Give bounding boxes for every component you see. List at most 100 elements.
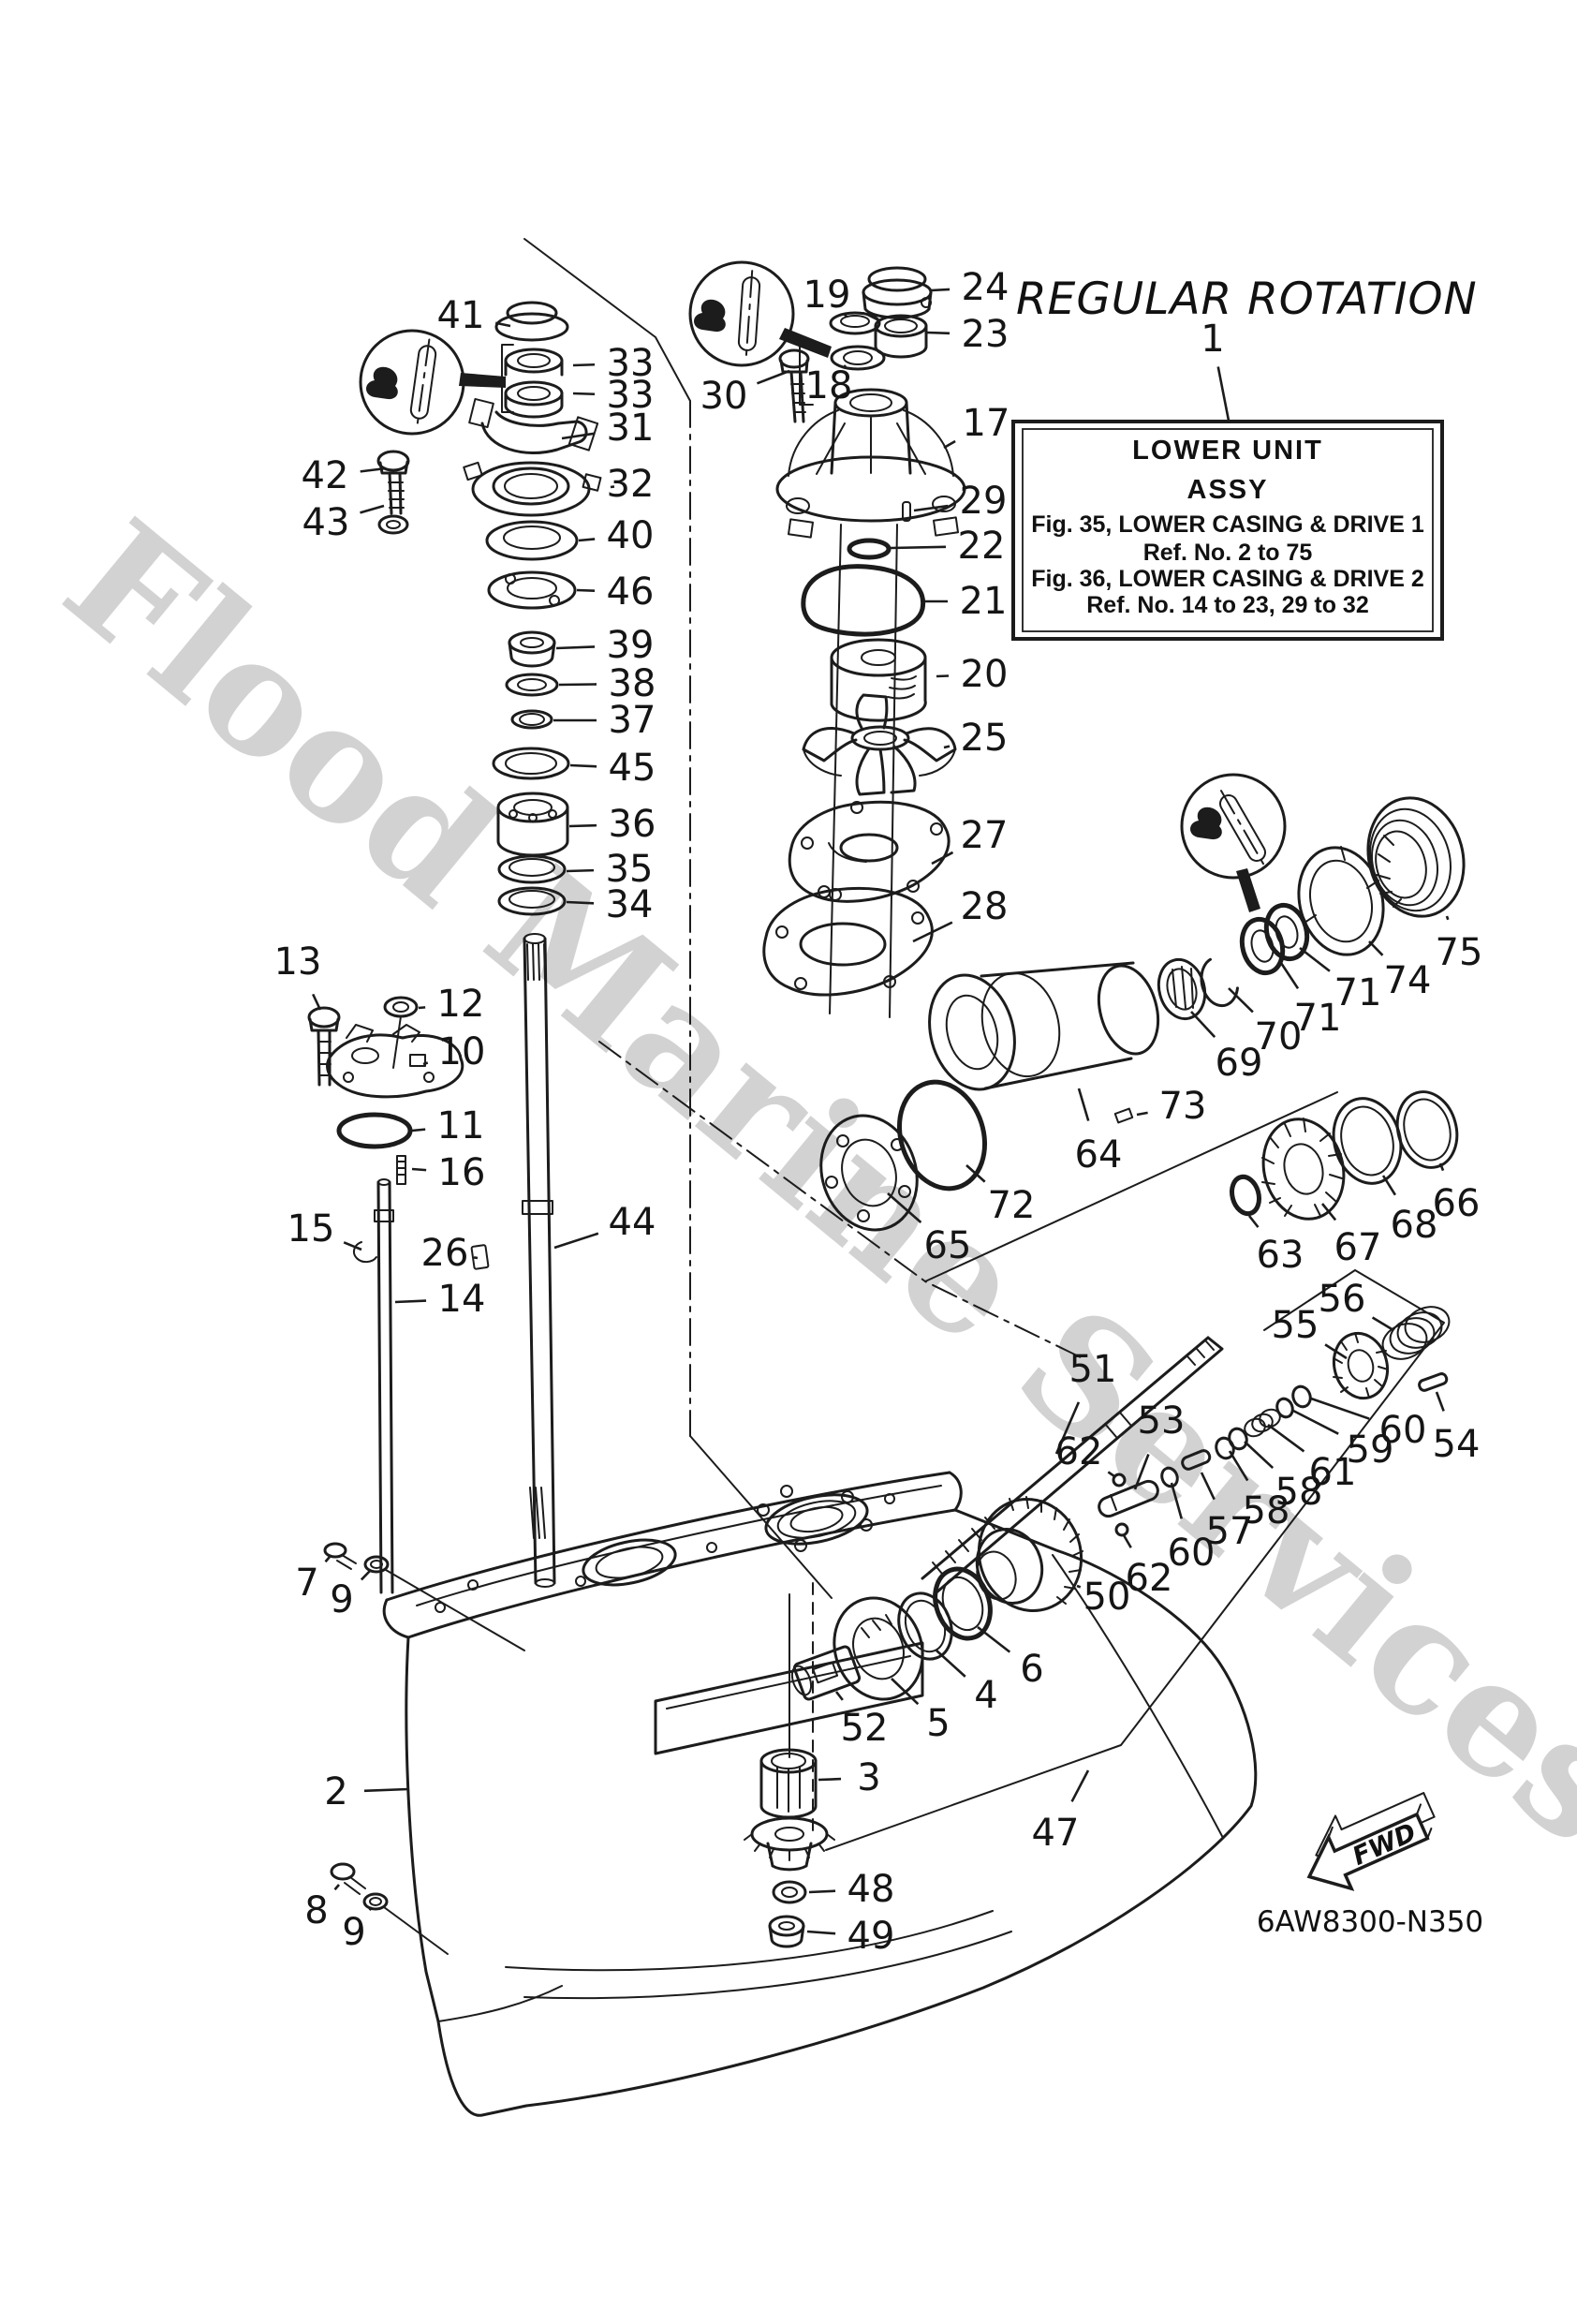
part-label-75: 75 <box>1436 931 1483 974</box>
part-label-11: 11 <box>437 1104 485 1147</box>
leader-line-41 <box>494 321 511 328</box>
part-label-50: 50 <box>1083 1576 1131 1619</box>
leader-line-3 <box>818 1777 842 1782</box>
leader-line-52 <box>834 1691 844 1701</box>
part-label-71: 71 <box>1294 997 1342 1040</box>
part-label-24: 24 <box>962 266 1010 309</box>
part-labels-layer: 4133333132404639383745363534424330191824… <box>274 266 1483 1958</box>
info-box-inner-border <box>1022 428 1434 632</box>
part-label-45: 45 <box>609 747 656 790</box>
part-label-52: 52 <box>841 1707 889 1750</box>
leader-line-71 <box>1279 962 1300 990</box>
leader-line-50 <box>1076 1584 1082 1589</box>
part-label-42: 42 <box>302 454 349 497</box>
leader-line-5 <box>891 1678 920 1706</box>
part-label-32: 32 <box>607 463 655 506</box>
part-label-31: 31 <box>607 407 655 450</box>
part-label-30: 30 <box>700 375 748 418</box>
part-label-43: 43 <box>302 501 350 544</box>
part-label-47: 47 <box>1032 1812 1080 1855</box>
part-label-23: 23 <box>962 313 1010 356</box>
drawing-number: 6AW8300-N350 <box>1257 1905 1483 1939</box>
magnifier-c-circle <box>1180 773 1287 880</box>
leader-line-43 <box>360 504 385 514</box>
part-label-64: 64 <box>1075 1133 1123 1177</box>
part-label-54: 54 <box>1433 1423 1481 1466</box>
part-label-15: 15 <box>287 1207 335 1251</box>
driveshaft-stack-group <box>463 301 602 1588</box>
leader-line-55 <box>1324 1343 1348 1360</box>
leader-line-47 <box>1070 1769 1090 1802</box>
leader-line-66 <box>1438 1162 1445 1172</box>
part-label-10: 10 <box>438 1030 486 1073</box>
leader-line-39 <box>555 645 596 650</box>
leader-line-58 <box>1244 1441 1275 1470</box>
info-box-line6: Ref. No. 14 to 23, 29 to 32 <box>1086 592 1369 618</box>
leader-line-24 <box>930 288 951 292</box>
leader-line-65 <box>887 1192 922 1223</box>
leader-line-28 <box>912 921 953 943</box>
leader-line-20 <box>936 674 950 678</box>
part-label-59: 59 <box>1347 1428 1394 1472</box>
part-label-62: 62 <box>1126 1557 1173 1600</box>
leader-line-32 <box>610 485 615 489</box>
info-box-line4: Ref. No. 2 to 75 <box>1143 540 1313 566</box>
leader-line-49 <box>806 1930 836 1935</box>
part-label-25: 25 <box>961 717 1009 760</box>
part-label-22: 22 <box>958 525 1006 568</box>
part-label-1: 1 <box>1201 318 1224 361</box>
part-label-13: 13 <box>274 940 322 984</box>
leader-line-6 <box>977 1625 1011 1653</box>
leader-line-27 <box>931 851 954 866</box>
leader-line-53 <box>1133 1454 1150 1490</box>
part-label-8: 8 <box>304 1889 328 1932</box>
leader-line-31 <box>561 432 596 440</box>
leader-line-71 <box>1299 946 1331 972</box>
info-box-line5: Fig. 36, LOWER CASING & DRIVE 2 <box>1031 566 1424 592</box>
part-label-41: 41 <box>437 294 485 337</box>
page-title: REGULAR ROTATION <box>1016 274 1478 325</box>
leader-line-34 <box>566 900 595 905</box>
part-label-63: 63 <box>1257 1234 1304 1277</box>
pin-icon <box>409 345 437 420</box>
part-label-14: 14 <box>438 1278 486 1321</box>
part-label-2: 2 <box>324 1770 347 1813</box>
leader-line-4 <box>936 1650 966 1678</box>
part-label-44: 44 <box>609 1201 656 1244</box>
part-label-72: 72 <box>988 1184 1036 1227</box>
part-label-61: 61 <box>1309 1451 1357 1494</box>
leader-line-30 <box>756 369 790 385</box>
leader-line-22 <box>890 545 947 550</box>
leader-line-33 <box>572 363 596 367</box>
leader-line-72 <box>965 1164 986 1183</box>
part-label-65: 65 <box>924 1224 972 1267</box>
leader-line-74 <box>1368 940 1384 956</box>
fwd-arrow-label: FWD <box>1349 1818 1421 1872</box>
leader-line-38 <box>558 683 597 687</box>
part-label-62: 62 <box>1055 1430 1103 1473</box>
leader-line-2 <box>363 1787 409 1793</box>
part-label-70: 70 <box>1255 1015 1303 1058</box>
propshaft-group <box>790 1306 1451 1701</box>
part-label-60: 60 <box>1379 1409 1427 1452</box>
part-label-20: 20 <box>961 653 1009 696</box>
part-label-19: 19 <box>803 274 851 317</box>
leader-line-33 <box>572 392 596 396</box>
part-label-67: 67 <box>1334 1226 1382 1269</box>
leader-line-14 <box>394 1299 427 1304</box>
part-label-69: 69 <box>1216 1042 1263 1085</box>
leader-line-10 <box>422 1061 429 1066</box>
leader-line-17 <box>943 439 956 450</box>
part-label-17: 17 <box>963 402 1010 445</box>
leader-line-68 <box>1381 1175 1397 1196</box>
info-box-line2: ASSY <box>1187 475 1269 505</box>
clip-icon <box>1190 807 1222 840</box>
leader-line-54 <box>1435 1391 1445 1412</box>
leader-line-58 <box>1228 1450 1249 1482</box>
leader-line-19 <box>843 313 847 318</box>
magnifier-b-circle <box>688 260 795 367</box>
leader-line-35 <box>566 868 595 873</box>
part-label-7: 7 <box>295 1562 318 1605</box>
leader-line-62 <box>1122 1534 1132 1548</box>
magnifier-c <box>1180 773 1287 912</box>
